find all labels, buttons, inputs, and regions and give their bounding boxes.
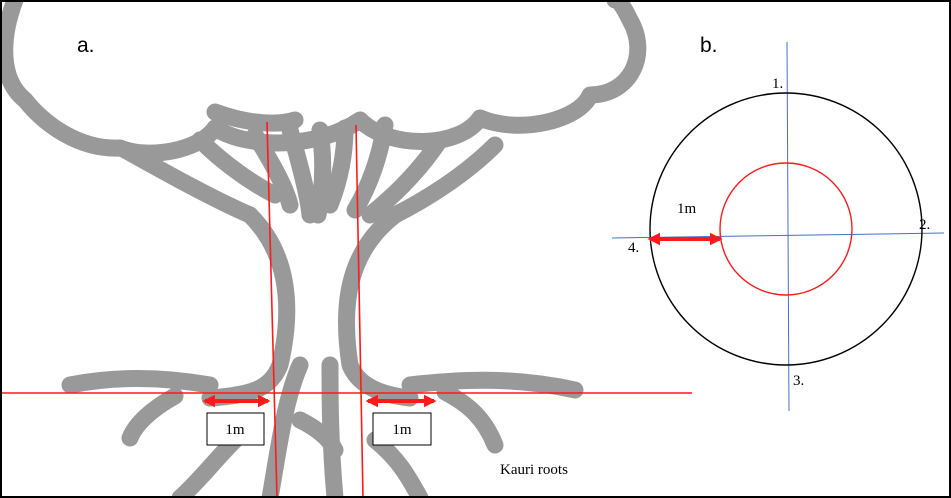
measure-label-box-left — [206, 412, 265, 446]
point-label-2: 2. — [919, 217, 930, 233]
root — [171, 431, 244, 496]
measure-label-box-right — [372, 412, 432, 446]
root — [291, 411, 344, 459]
tree-branch — [309, 121, 332, 224]
root — [366, 431, 429, 496]
measure-label-right: 1m — [392, 422, 412, 438]
tree-branch — [386, 136, 504, 224]
root — [261, 356, 309, 496]
panel-b: b. 1m 1. 2. 3. 4. — [611, 34, 945, 412]
outer-circle — [649, 92, 923, 366]
tree-branch — [246, 126, 299, 214]
trunk-reference-line-left — [266, 121, 278, 496]
root — [321, 356, 344, 496]
axis-vertical — [786, 41, 790, 412]
root-right — [401, 371, 584, 399]
point-label-4: 4. — [628, 240, 639, 256]
point-label-1: 1. — [772, 76, 783, 92]
inner-circle — [719, 162, 853, 296]
tree-canopy — [2, 2, 647, 162]
panel-a-letter: a. — [77, 34, 95, 57]
radius-measure-label: 1m — [677, 201, 697, 217]
tree-branch — [361, 131, 449, 224]
point-label-3: 3. — [793, 373, 804, 389]
panel-a: 1m 1m Kauri roots a. — [2, 2, 692, 496]
root — [436, 383, 504, 454]
root-left — [61, 370, 219, 394]
tree-branch — [321, 119, 354, 214]
tree-branch — [346, 116, 394, 219]
tree-trunk-left — [201, 206, 296, 407]
trunk-reference-line-right — [355, 124, 364, 496]
tree-trunk-right — [337, 206, 419, 407]
kauri-roots-caption: Kauri roots — [500, 462, 568, 478]
tree-branch — [116, 141, 259, 224]
panel-b-letter: b. — [700, 34, 718, 57]
tree-branch — [206, 103, 304, 132]
tree-branch — [281, 121, 319, 224]
root — [121, 387, 184, 447]
measure-label-left: 1m — [225, 422, 245, 438]
